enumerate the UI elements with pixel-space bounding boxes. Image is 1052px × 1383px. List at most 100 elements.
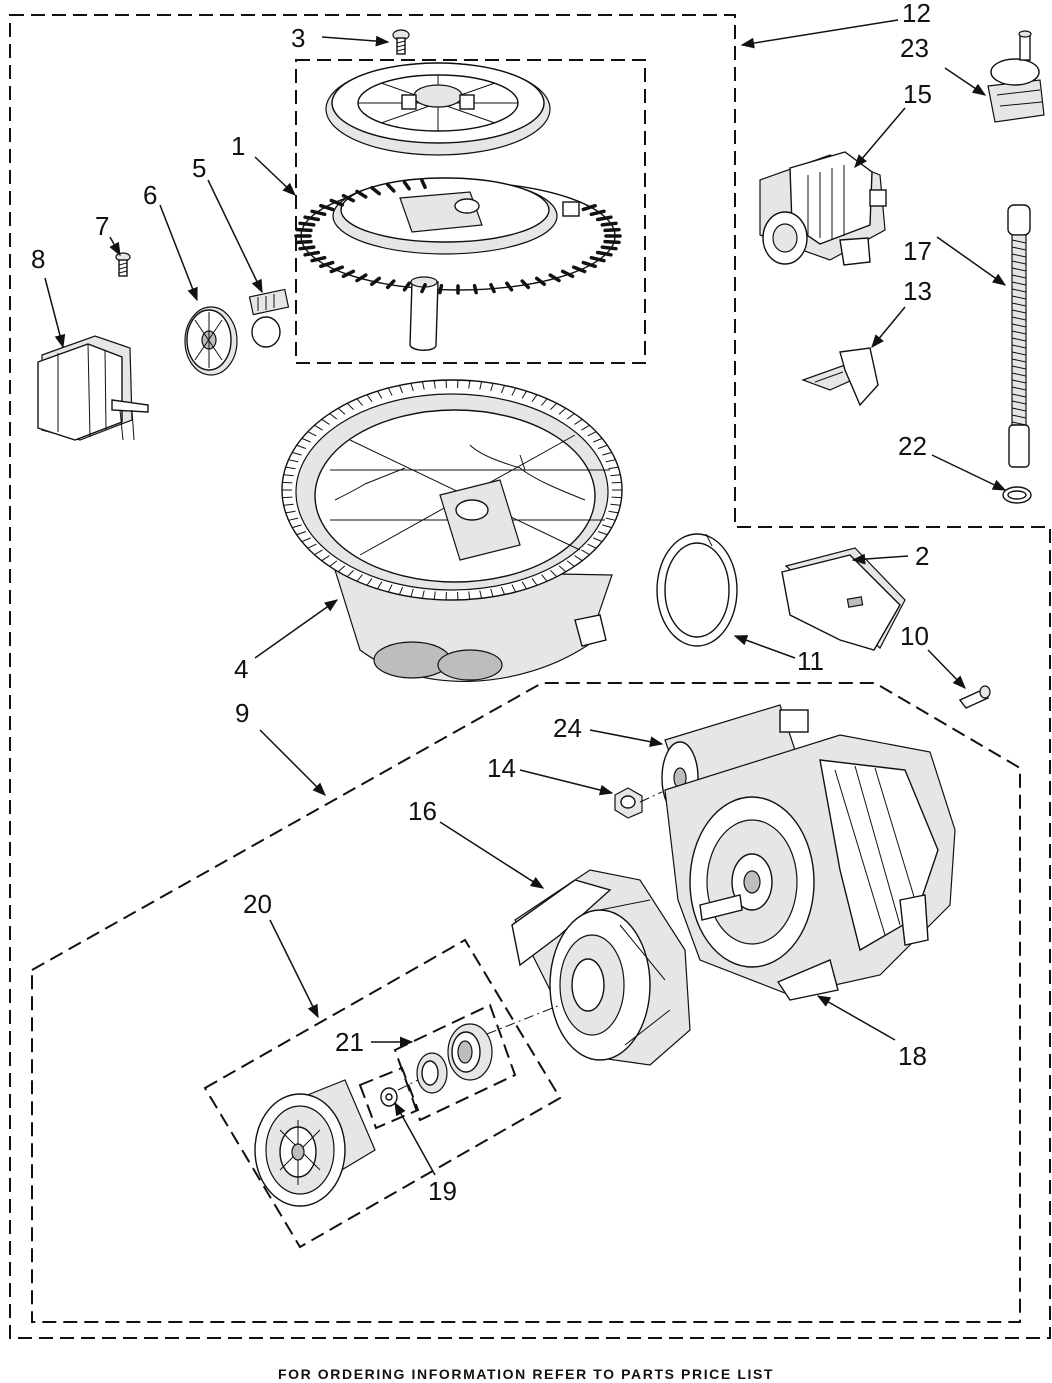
callout-1: 1 (231, 131, 245, 161)
part-2-box (781, 547, 906, 651)
hose-rib (1011, 351, 1027, 356)
callout-12: 12 (902, 0, 931, 28)
rim-tick (337, 565, 346, 573)
rim-tick (377, 390, 383, 399)
gear-tooth (505, 281, 514, 292)
hose-rib (1011, 302, 1027, 307)
rim-tick (602, 524, 612, 529)
rim-tick (581, 549, 590, 556)
hose-rib (1011, 288, 1027, 293)
rim-tick (366, 394, 373, 402)
rim-tick (285, 510, 296, 514)
seal-group-20-boundary (203, 938, 562, 1249)
callout-17: 17 (903, 236, 932, 266)
rim-tick (377, 581, 383, 590)
gear-tooth (355, 273, 368, 283)
rim-tick (602, 451, 612, 456)
hose-rib (1011, 309, 1027, 314)
rim-tick (314, 424, 323, 431)
rim-tick (329, 413, 338, 420)
rim-tick (346, 570, 354, 578)
rim-tick (558, 565, 567, 573)
gear-tooth (589, 209, 606, 217)
gear-tooth (595, 250, 613, 257)
part-1-gear-teeth (294, 178, 622, 295)
hose-rib (1011, 393, 1027, 398)
gear-tooth (603, 239, 621, 245)
gear-tooth (581, 203, 597, 212)
gear-tooth (329, 265, 345, 274)
callout-15: 15 (903, 79, 932, 109)
callout-21: 21 (335, 1027, 364, 1057)
gear-tooth (420, 178, 427, 190)
rim-tick (611, 496, 622, 499)
footer-note: FOR ORDERING INFORMATION REFER TO PARTS … (277, 1366, 775, 1382)
gear-tooth (303, 250, 321, 257)
part-21-seal (416, 1023, 493, 1094)
callout-4: 4 (234, 654, 248, 684)
hose-rib (1011, 260, 1027, 265)
rim-tick (521, 581, 527, 590)
hose-rib (1011, 281, 1027, 286)
rim-tick (479, 590, 483, 599)
hose-rib (1011, 386, 1027, 391)
gear-tooth (295, 239, 313, 245)
part-11-gasket (656, 533, 738, 647)
gear-tooth (520, 279, 531, 290)
hose-rib (1011, 344, 1027, 349)
gear-tooth (600, 245, 618, 251)
rim-tick (410, 588, 414, 597)
part-13-bracket (801, 347, 879, 407)
rim-tick (511, 584, 517, 593)
rim-tick (321, 418, 330, 425)
gear-tooth (319, 260, 335, 269)
hose-rib (1011, 337, 1027, 342)
rim-tick (292, 451, 302, 456)
part-1-filter-assembly (300, 62, 616, 351)
callout-14: 14 (487, 753, 516, 783)
rim-tick (587, 431, 597, 437)
gear-tooth (438, 283, 444, 295)
rim-tick (490, 588, 494, 597)
hose-rib (1011, 274, 1027, 279)
rim-tick (314, 549, 323, 556)
rim-tick (468, 591, 471, 600)
callout-18: 18 (898, 1041, 927, 1071)
part-10-screw (958, 685, 991, 709)
rim-tick (301, 537, 311, 543)
rim-tick (500, 385, 505, 394)
rim-tick (574, 555, 583, 562)
rim-tick (433, 380, 436, 389)
part-4-sump (281, 379, 623, 682)
gear-tooth (548, 273, 561, 283)
rim-tick (610, 474, 621, 477)
rim-tick (296, 531, 307, 536)
motor-assembly-boundary (31, 682, 1021, 1323)
rim-tick (356, 398, 363, 406)
hose-rib (1011, 365, 1027, 370)
callout-11: 11 (797, 646, 824, 676)
part-8-cover (37, 335, 149, 441)
hose-rib (1011, 239, 1027, 244)
callout-3: 3 (291, 23, 305, 53)
gear-tooth (298, 221, 316, 227)
hose-rib (1011, 316, 1027, 321)
part-18-motor (664, 734, 956, 1001)
gear-tooth (303, 215, 321, 222)
gear-tooth (489, 282, 496, 294)
gear-tooth (329, 198, 345, 207)
rim-tick (587, 543, 597, 549)
rim-tick (283, 503, 294, 506)
callout-13: 13 (903, 276, 932, 306)
rim-tick (597, 531, 608, 536)
hose-rib (1011, 379, 1027, 384)
callouts: 1 2 3 4 5 6 7 8 9 10 11 12 13 14 15 16 1… (31, 0, 932, 1206)
callout-23: 23 (900, 33, 929, 63)
rim-tick (511, 387, 517, 396)
callout-2: 2 (915, 541, 929, 571)
rim-tick (285, 466, 296, 470)
rim-tick (468, 380, 471, 389)
hose-rib (1011, 358, 1027, 363)
rim-tick (550, 570, 558, 578)
